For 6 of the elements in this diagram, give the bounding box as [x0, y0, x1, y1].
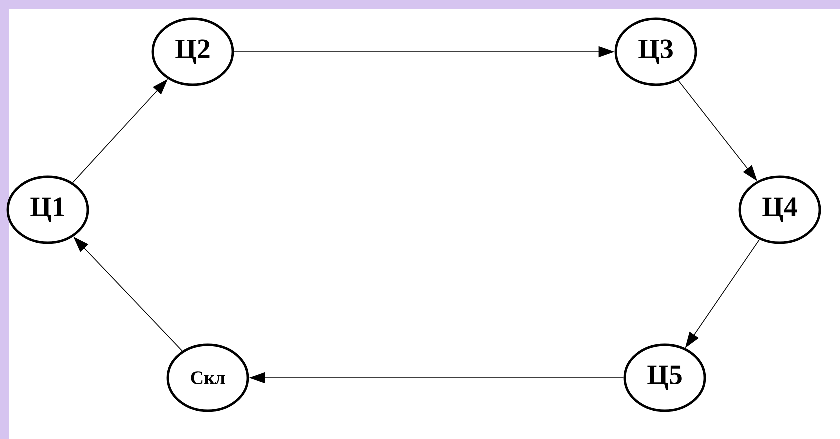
- circle-node: Ц3: [614, 18, 698, 86]
- circle-node: Ц5: [624, 344, 706, 412]
- circle-node: Скл: [166, 344, 250, 412]
- circle-node: Ц2: [152, 18, 234, 86]
- circle-node: Ц1: [6, 176, 90, 244]
- circle-node: Ц4: [738, 176, 822, 244]
